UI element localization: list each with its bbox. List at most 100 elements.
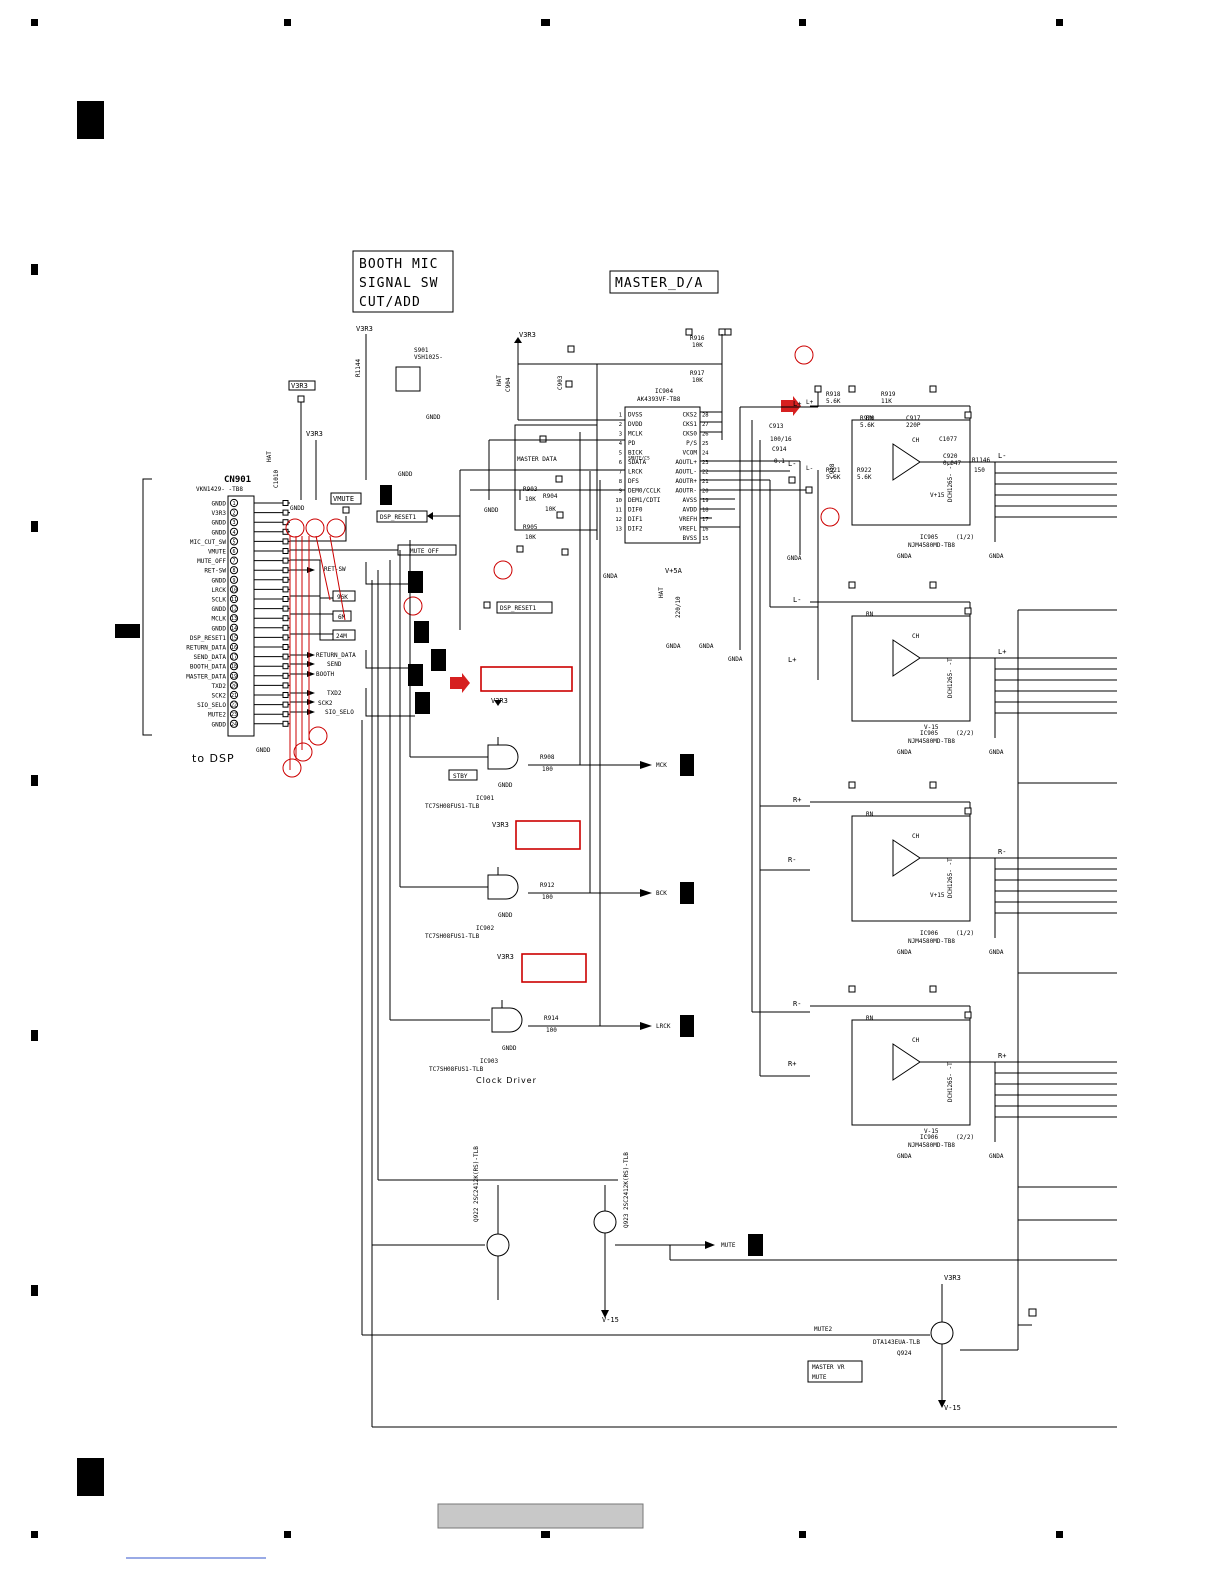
dac-right-num: 21 [702, 479, 709, 485]
cn901-pin-label: GNDD [212, 501, 227, 508]
opamp-output-label: R+ [998, 1052, 1006, 1060]
s901-switch[interactable] [395, 366, 421, 392]
cn901-pin-pad [282, 701, 289, 708]
dac-left-pin: DVSS [628, 412, 643, 419]
dac-right-num: 15 [702, 536, 709, 542]
sio-bus-wire [365, 688, 415, 717]
rn-label: RN [866, 811, 874, 818]
dac-left-num: 4 [619, 441, 623, 447]
cn901-pin-number: 2 [232, 511, 235, 517]
c903-label: C903 [557, 375, 564, 390]
cn901-pin-label: GNDD [212, 625, 227, 632]
test-pad [929, 385, 937, 393]
c904-label: C904 [505, 377, 512, 392]
dac-right-num: 22 [702, 470, 709, 476]
cn901-pin-pad [282, 576, 289, 583]
component-label: R920 [860, 415, 875, 422]
ic904-ref: IC904 [655, 388, 673, 395]
net-6m: 6M [338, 614, 346, 621]
opamp-gnda: GNDA [897, 553, 912, 560]
booth-mic-line1: BOOTH MIC [359, 257, 438, 272]
cn901-pin-pad [282, 500, 289, 506]
dac-left-num: 8 [619, 479, 622, 485]
cn901-pin-number: 17 [231, 655, 237, 661]
test-pad [929, 985, 937, 993]
output-gnda: GNDA [989, 553, 1004, 560]
dac-left-pin: DEM0/CCLK [628, 488, 661, 495]
dac-ic904: IC904 AK4393VF-TB8 DVSS1DVDD2MCLK3PD4BIC… [516, 328, 732, 556]
v3r3-ic902: V3R3 [492, 821, 509, 829]
cn901-pin-number: 5 [232, 539, 235, 545]
opamp-half: (2/2) [956, 730, 974, 737]
gate-resistor-ref: R912 [540, 882, 555, 889]
master-da-label-box: MASTER_D/A [609, 270, 719, 294]
dac-right-num: 24 [702, 451, 709, 457]
test-pad [964, 807, 972, 815]
cn901-pin-pad [282, 663, 289, 670]
dac-left-num: 10 [615, 498, 622, 504]
gate-gndd: GNDD [498, 782, 513, 789]
cn901-pin-pad [282, 644, 289, 650]
test-pad [848, 581, 856, 589]
cn901-pin-number: 3 [232, 520, 235, 526]
v3r3-rail-1: V3R3 [356, 325, 373, 333]
opamp-section-frame [851, 615, 971, 722]
cn901-pin-number: 24 [231, 722, 237, 728]
cn901-pin-pad [282, 557, 289, 564]
q924-part: DTA143EUA-TLB [873, 1339, 920, 1346]
output-gnda: GNDA [989, 749, 1004, 756]
left-net-flags: MUTE OFF RET-SW 96K 6M 24M RETURN_DATA S… [316, 544, 553, 716]
component-label: 5.6K [826, 474, 841, 481]
component-label: R919 [881, 391, 896, 398]
v15-plus: V+15 [930, 492, 945, 499]
data-bus-wire [365, 650, 408, 669]
clock-net-wire [290, 633, 333, 641]
cn901-pin-circle [229, 585, 239, 594]
opamp-input-b: L+ [788, 656, 796, 664]
cn901-pin-number: 13 [231, 616, 237, 622]
dsp-reset1-flag [376, 510, 428, 523]
component-label: 0.047 [943, 460, 961, 467]
cn901-pin-number: 8 [232, 568, 235, 574]
clock-net-wire [290, 595, 333, 615]
cn901-pin-circle [229, 498, 239, 508]
cn901-pin-circle [229, 518, 239, 527]
gate-gndd: GNDD [502, 1045, 517, 1052]
cn901-pin-number: 20 [231, 683, 237, 689]
dac-left-pin: DIF2 [628, 526, 643, 533]
r904-value: 10K [545, 506, 556, 513]
connector-cn901: CN901 VKN1429- -TB8 [196, 475, 255, 737]
cn901-pin-circle [229, 690, 239, 700]
dac-left-pin: PD [628, 440, 636, 447]
ret-sw-wire [365, 562, 408, 585]
master-vr-line1: MASTER VR [812, 1364, 845, 1371]
gate-out-arrow [640, 889, 652, 897]
component-label: 5.6K [860, 422, 875, 429]
cn901-pin-pad [282, 711, 289, 718]
component-label: C1077 [939, 436, 957, 443]
cn901-pin-number: 19 [231, 674, 237, 680]
dac-right-pin: AVDD [683, 507, 698, 514]
opamp-ic-ref: IC905 [920, 534, 938, 541]
component-label: 5.6K [857, 474, 872, 481]
cn901-pin-number: 7 [232, 559, 235, 565]
component-label: 220P [906, 422, 921, 429]
dac-left-num: 13 [615, 527, 622, 533]
cn901-pin-number: 10 [231, 587, 237, 593]
cn901-pin-label: MUTE2 [208, 712, 226, 719]
dac-left-pin: DFS [628, 478, 639, 485]
c918-label: C918 [829, 463, 836, 478]
gate-out-label: BCK [656, 890, 667, 897]
opamp-ic-ref: IC905 [920, 730, 938, 737]
dac-right-num: 18 [702, 508, 709, 514]
opamp-output-label: L- [998, 452, 1006, 460]
cn901-pin-pad [282, 634, 289, 641]
v3r3-ic903: V3R3 [497, 953, 514, 961]
r917-value: 10K [692, 377, 703, 384]
cn901-pin-circle [229, 537, 239, 546]
and-gate-ic903 [491, 1007, 523, 1033]
gate-resistor-ref: R914 [544, 1015, 559, 1022]
dsp-reset1-flag-b: DSP_RESET1 [500, 605, 537, 612]
opamp-dch: DCH1265- -T [947, 658, 954, 698]
